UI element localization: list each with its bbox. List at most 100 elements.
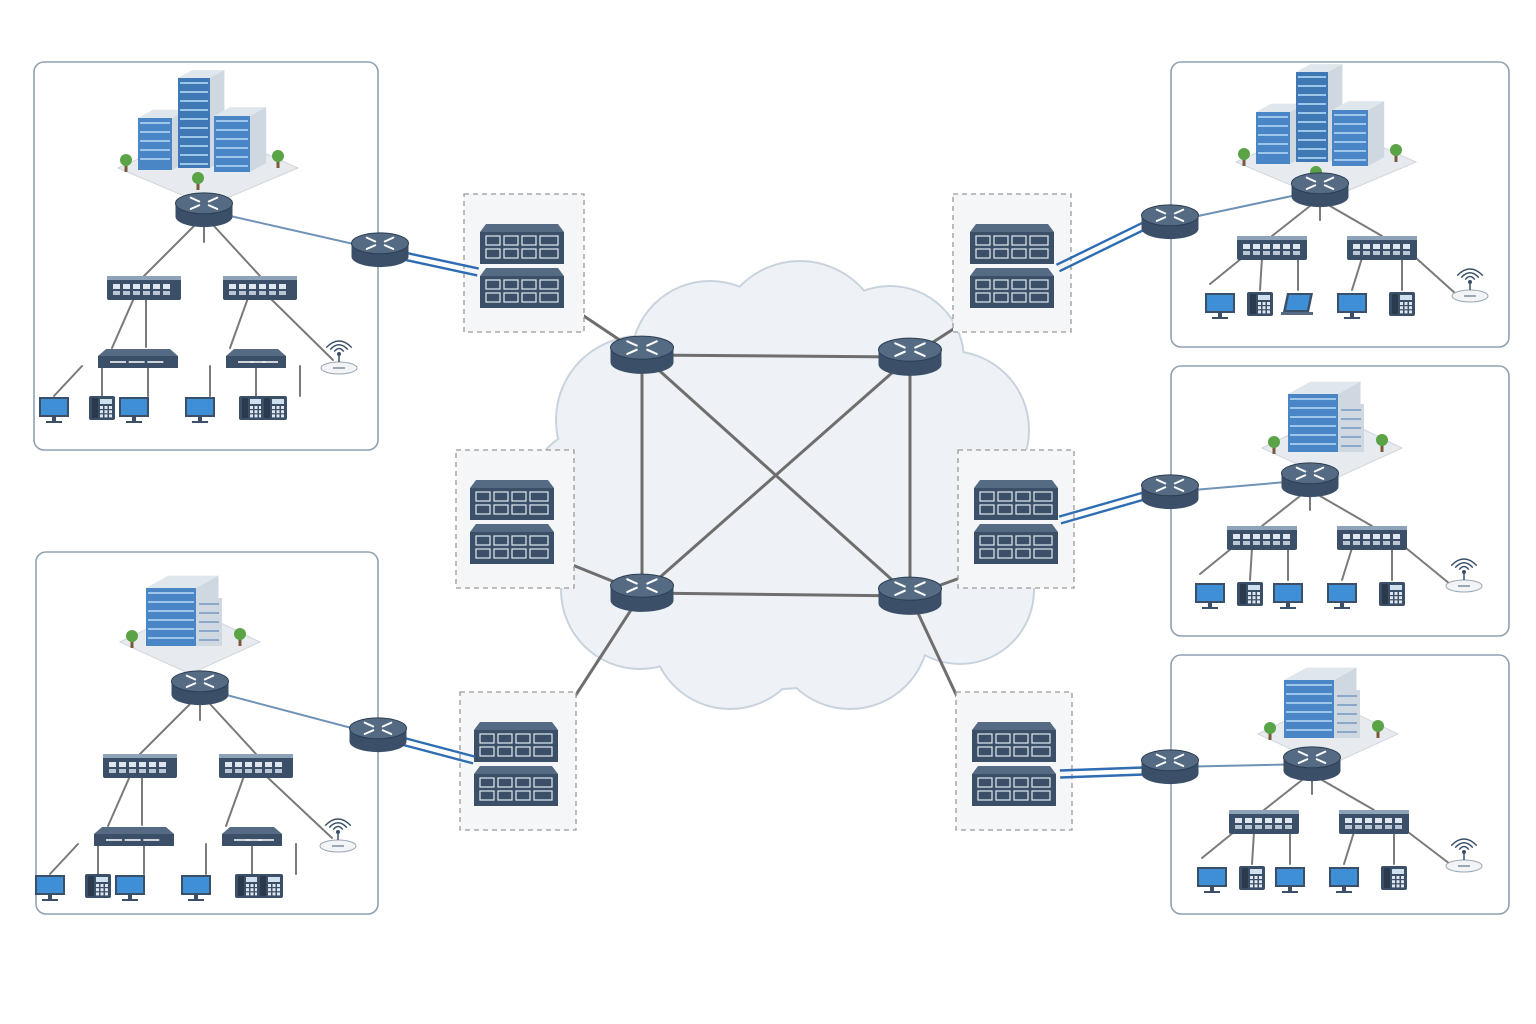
core-router-sw <box>610 573 674 612</box>
edge-router-icon <box>351 232 409 268</box>
laptop-icon <box>1281 293 1313 315</box>
switch-icon <box>219 754 293 778</box>
access-point-icon <box>1451 268 1489 303</box>
phone-icon <box>257 874 283 898</box>
lan-line <box>229 297 249 349</box>
lan-line <box>49 843 79 875</box>
lan-line <box>1319 495 1373 527</box>
lan-line <box>1405 547 1451 585</box>
router-icon <box>1283 746 1341 782</box>
lan-line <box>1209 257 1243 285</box>
lan-line <box>213 225 261 277</box>
router-icon <box>1281 462 1339 498</box>
phone-icon <box>1379 582 1405 606</box>
core-router-se <box>878 576 942 615</box>
lan-line <box>1263 779 1303 811</box>
switch-icon <box>1237 236 1307 260</box>
monitor-icon <box>1337 293 1367 319</box>
router-icon <box>175 192 233 228</box>
lan-line <box>1201 831 1235 859</box>
lan-line <box>1415 257 1457 295</box>
cloud-icon <box>525 260 1050 710</box>
uplink-line <box>400 736 476 765</box>
office-building-icon <box>118 575 262 675</box>
office-campus-icon <box>1234 64 1418 201</box>
lan-line <box>1407 831 1451 865</box>
uplink-line <box>1058 491 1146 525</box>
switch-icon <box>1337 526 1407 550</box>
uplink-line <box>403 251 479 277</box>
uplink-line <box>1055 221 1147 273</box>
lan-line <box>111 297 135 349</box>
monitor-icon <box>115 875 145 901</box>
lan-line <box>139 703 191 755</box>
router-icon <box>171 670 229 706</box>
core-link <box>640 355 912 595</box>
phone-icon <box>85 874 111 898</box>
switch-icon <box>223 276 297 300</box>
lan-line <box>143 225 195 277</box>
monitor-icon <box>119 397 149 423</box>
hub-icon <box>222 827 282 846</box>
agg-switch-se <box>972 722 1056 806</box>
agg-switch-ne <box>970 224 1054 308</box>
lan-line <box>107 775 131 827</box>
monitor-icon <box>1195 583 1225 609</box>
switch-icon <box>1229 810 1299 834</box>
lan-line <box>1251 831 1255 865</box>
core-link <box>640 591 912 598</box>
lan-line <box>1343 831 1355 865</box>
lan-line <box>1329 205 1383 237</box>
core-router-nw <box>610 335 674 374</box>
switch-icon <box>1347 236 1417 260</box>
lan-line <box>1259 257 1263 291</box>
lan-line <box>225 775 245 827</box>
phone-icon <box>1381 866 1407 890</box>
monitor-icon <box>1275 867 1305 893</box>
lan-line <box>1249 547 1253 581</box>
monitor-icon <box>1197 867 1227 893</box>
hub-icon <box>98 349 178 368</box>
lan-line <box>1199 547 1233 575</box>
uplink-line <box>199 687 379 736</box>
lan-line <box>1271 205 1311 237</box>
edge-router-icon <box>1141 474 1199 510</box>
monitor-icon <box>35 875 65 901</box>
access-point-icon <box>320 340 358 375</box>
lan-line <box>1261 495 1301 527</box>
lan-line <box>1351 257 1363 291</box>
switch-icon <box>107 276 181 300</box>
edge-router-icon <box>1141 749 1199 785</box>
monitor-icon <box>1205 293 1235 319</box>
monitor-icon <box>1327 583 1357 609</box>
switch-icon <box>103 754 177 778</box>
uplink-line <box>203 209 381 251</box>
lan-line <box>209 703 257 755</box>
phone-icon <box>235 874 261 898</box>
lan-line <box>269 297 334 361</box>
monitor-icon <box>39 397 69 423</box>
monitor-icon <box>185 397 215 423</box>
access-point-icon <box>1445 558 1483 593</box>
uplink-line <box>1059 766 1145 779</box>
office-campus-icon <box>116 70 300 207</box>
phone-icon <box>1239 866 1265 890</box>
phone-icon <box>1247 292 1273 316</box>
edge-router-icon <box>1141 204 1199 240</box>
switch-icon <box>1227 526 1297 550</box>
office-building-icon <box>1260 381 1404 481</box>
lan-line <box>1321 779 1375 811</box>
agg-switch-e <box>974 480 1058 564</box>
phone-icon <box>1237 582 1263 606</box>
switch-icon <box>1339 810 1409 834</box>
lan-line <box>265 775 333 839</box>
hub-icon <box>226 349 286 368</box>
core-link <box>640 353 912 359</box>
access-point-icon <box>1445 838 1483 873</box>
edge-router-icon <box>349 717 407 753</box>
access-point-icon <box>319 818 357 853</box>
router-icon <box>1291 172 1349 208</box>
core-router-ne <box>878 337 942 376</box>
hub-icon <box>94 827 174 846</box>
agg-switch-sw <box>474 722 558 806</box>
